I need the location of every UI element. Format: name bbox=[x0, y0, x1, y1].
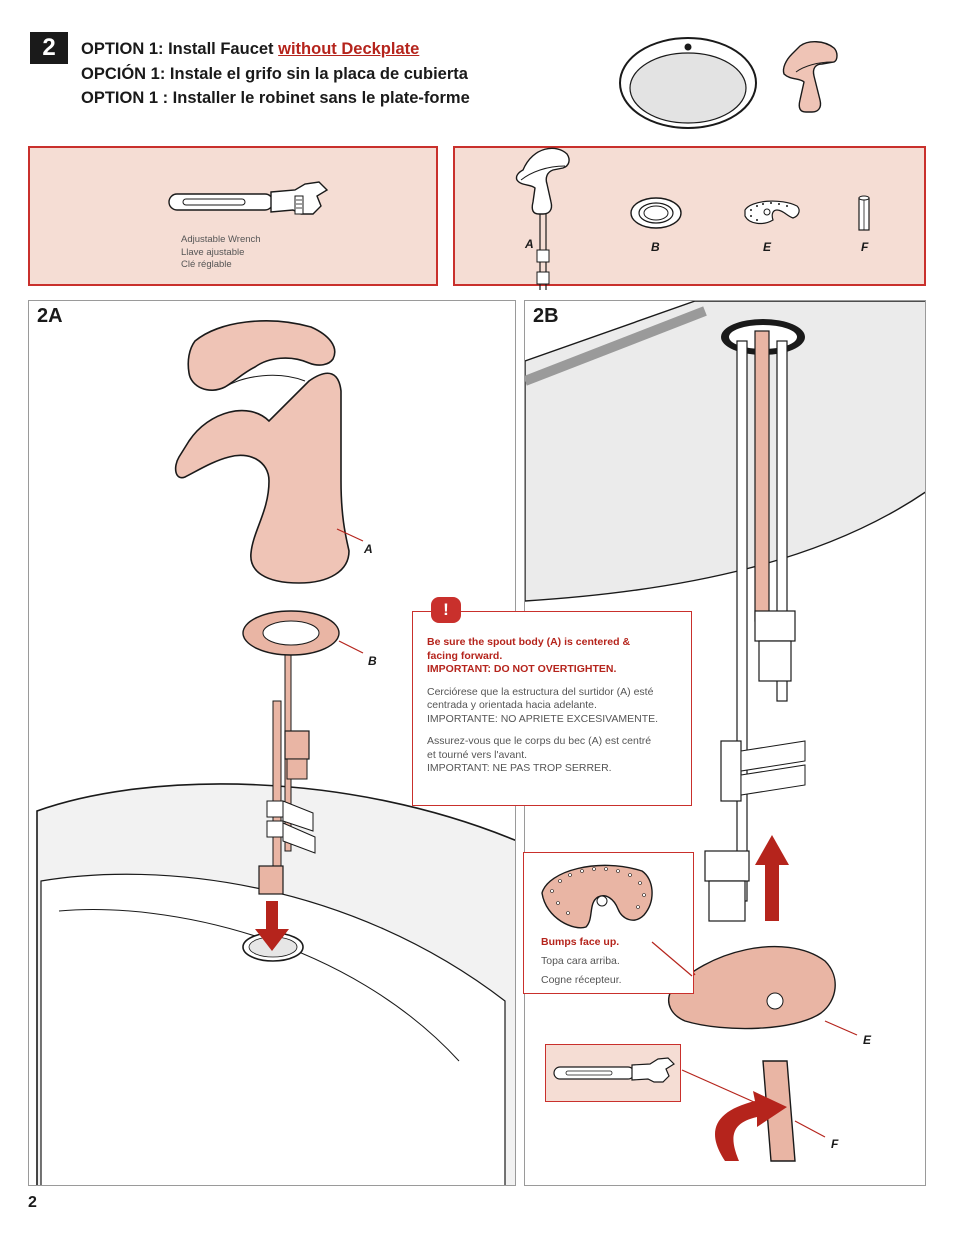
warning-spanish-line1: Cerciórese que la estructura del surtido… bbox=[427, 685, 654, 698]
heading-english: OPTION 1: Install Faucet without Deckpla… bbox=[81, 37, 470, 62]
faucet-icon bbox=[513, 140, 583, 305]
tools-needed-panel: Adjustable Wrench Llave ajustable Clé ré… bbox=[28, 146, 438, 286]
step-heading: OPTION 1: Install Faucet without Deckpla… bbox=[81, 37, 470, 111]
warning-french: Assurez-vous que le corps du bec (A) est… bbox=[427, 735, 677, 776]
step-2a-illustration bbox=[36, 320, 515, 1185]
tighten-arrow-up bbox=[755, 835, 789, 865]
sink-thumbnail-icon bbox=[618, 36, 758, 136]
wrench-leader-line bbox=[681, 1069, 755, 1103]
warning-french-line1: Assurez-vous que le corps du bec (A) est… bbox=[427, 735, 652, 747]
sink-basin-inner bbox=[40, 873, 506, 1185]
faucet-thumbnail-icon bbox=[778, 38, 840, 119]
step-2b-label: 2B bbox=[533, 305, 559, 327]
wrench-tool-note bbox=[545, 1044, 681, 1102]
step-number-badge: 2 bbox=[30, 32, 68, 64]
locknut-bumps-icon bbox=[538, 857, 658, 934]
adjustable-wrench-icon bbox=[167, 180, 331, 231]
warning-note: Be sure the spout body (A) is centered &… bbox=[412, 611, 692, 806]
adjustable-wrench-small-icon bbox=[552, 1057, 676, 1094]
callout-f: F bbox=[831, 1137, 839, 1151]
callout-a: A bbox=[364, 542, 373, 556]
caption-spanish: Llave ajustable bbox=[181, 246, 245, 258]
warning-english-line1: Be sure the spout body (A) is centered & bbox=[427, 636, 631, 648]
faucet-body-a bbox=[174, 372, 350, 584]
countertop-underside bbox=[525, 301, 925, 602]
warning-spanish-line3: IMPORTANTE: NO APRIETE EXCESIVAMENTE. bbox=[427, 712, 659, 725]
adjustable-wrench-caption: Adjustable Wrench Llave ajustable Clé ré… bbox=[181, 234, 261, 272]
warning-french-line3: IMPORTANT: NE PAS TROP SERRER. bbox=[427, 762, 612, 774]
warning-exclamation-icon: ! bbox=[431, 597, 461, 623]
callout-e: E bbox=[863, 1033, 872, 1047]
warning-french-line2: et tourné vers l'avant. bbox=[427, 748, 528, 761]
warning-spanish-line2: centrada y orientada hacia adelante. bbox=[427, 699, 597, 711]
part-letter-a: A bbox=[525, 237, 534, 251]
part-letter-b: B bbox=[651, 240, 660, 254]
insert-arrow-down bbox=[255, 929, 289, 951]
heading-spanish: OPCIÓN 1: Instale el grifo sin la placa … bbox=[81, 64, 468, 83]
warning-spanish: Cerciórese que la estructura del surtido… bbox=[427, 686, 677, 727]
caption-french: Clé réglable bbox=[181, 259, 232, 270]
warning-english-line2: facing forward. bbox=[427, 649, 503, 662]
heading-french: OPTION 1 : Installer le robinet sans le … bbox=[81, 89, 470, 107]
step-2a-label: 2A bbox=[37, 305, 63, 327]
part-letter-f: F bbox=[861, 240, 869, 254]
bumps-leader-line bbox=[651, 941, 693, 977]
locknut-plate-icon bbox=[741, 198, 803, 233]
bumps-french: Cogne récepteur. bbox=[541, 974, 622, 986]
callout-b: B bbox=[368, 654, 377, 668]
gasket-ring-icon bbox=[629, 196, 683, 235]
locknut-plate-e bbox=[667, 945, 836, 1030]
warning-english-line3: IMPORTANT: DO NOT OVERTIGHTEN. bbox=[427, 663, 617, 675]
nut-driver-icon bbox=[855, 194, 873, 239]
caption-english: Adjustable Wrench bbox=[181, 234, 261, 245]
step-2b-panel: 2B E F bbox=[524, 300, 926, 1186]
warning-english: Be sure the spout body (A) is centered &… bbox=[427, 636, 677, 677]
bumps-face-up-note: Bumps face up. Topa cara arriba. Cogne r… bbox=[523, 852, 694, 994]
parts-panel: A B E F bbox=[453, 146, 926, 290]
heading-english-prefix: OPTION 1: Install Faucet bbox=[81, 40, 279, 58]
rotate-arrow bbox=[715, 1091, 787, 1161]
bumps-spanish: Topa cara arriba. bbox=[541, 955, 620, 967]
page-number: 2 bbox=[28, 1194, 37, 1211]
part-letter-e: E bbox=[763, 240, 772, 254]
without-deckplate-link[interactable]: without Deckplate bbox=[278, 40, 420, 58]
bumps-english: Bumps face up. bbox=[541, 936, 620, 948]
